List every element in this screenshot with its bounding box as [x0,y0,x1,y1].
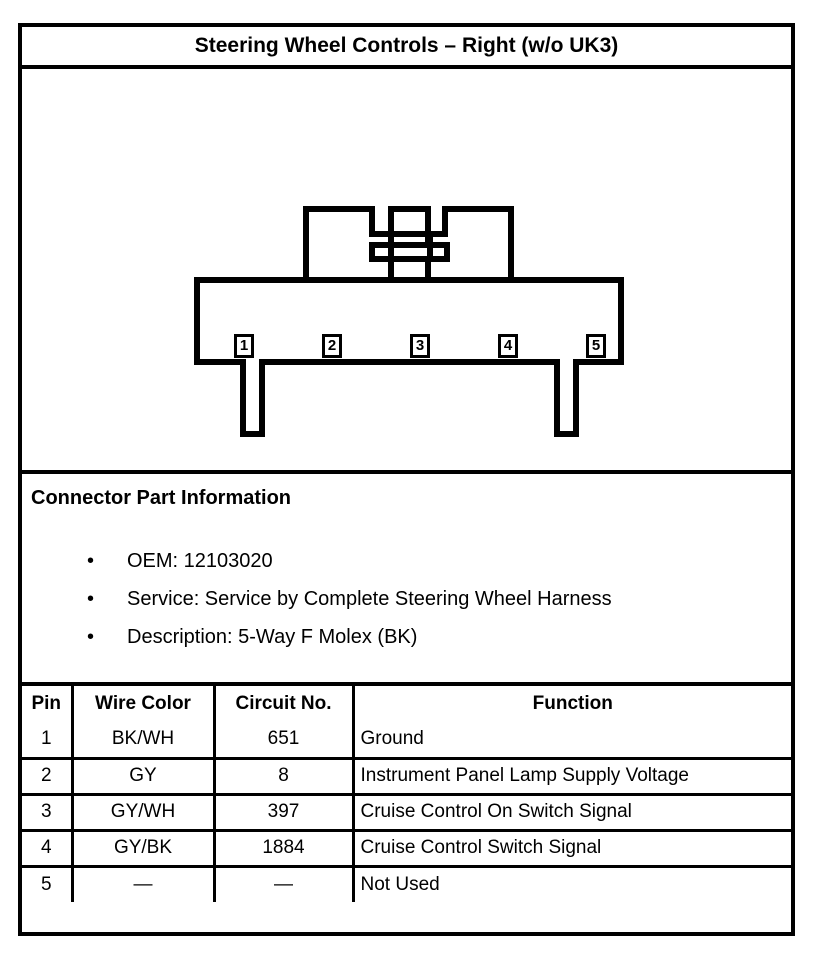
cell-function: Not Used [351,864,791,902]
list-item: • Description: 5-Way F Molex (BK) [82,618,612,656]
part-information-band: Connector Part Information • OEM: 121030… [22,474,791,686]
cell-circuit-no: 651 [212,722,355,760]
page-title: Steering Wheel Controls – Right (w/o UK3… [194,34,619,57]
cell-function: Ground [351,722,791,760]
cell-wire-color: GY/WH [70,792,216,832]
list-item: • OEM: 12103020 [82,542,612,580]
part-information-service: Service: Service by Complete Steering Wh… [127,588,612,610]
column-header-circuit-no: Circuit No. [212,686,355,722]
column-header-wire-color: Wire Color [70,686,216,722]
connector-outline-drawing [194,206,624,437]
column-header-function: Function [351,686,791,722]
title-band: Steering Wheel Controls – Right (w/o UK3… [22,27,791,69]
cell-pin: 2 [22,756,74,796]
bullet-icon: • [87,626,95,648]
connector-datasheet: Steering Wheel Controls – Right (w/o UK3… [18,23,795,936]
cell-function: Cruise Control Switch Signal [351,828,791,868]
pin-marker-2: 2 [322,334,342,358]
table-row: 3 GY/WH 397 Cruise Control On Switch Sig… [22,792,791,832]
cell-circuit-no: 397 [212,792,355,832]
table-row: 1 BK/WH 651 Ground [22,722,791,760]
connector-drawing-band: 1 2 3 4 5 [22,69,791,474]
pinout-table: Pin Wire Color Circuit No. Function 1 BK… [22,686,791,902]
cell-function: Cruise Control On Switch Signal [351,792,791,832]
list-item: • Service: Service by Complete Steering … [82,580,612,618]
pinout-table-wrap: Pin Wire Color Circuit No. Function 1 BK… [22,686,791,932]
part-information-description: Description: 5-Way F Molex (BK) [127,626,418,648]
table-row: 4 GY/BK 1884 Cruise Control Switch Signa… [22,828,791,868]
cell-circuit-no: — [212,864,355,902]
cell-function: Instrument Panel Lamp Supply Voltage [351,756,791,796]
part-information-oem: OEM: 12103020 [127,550,273,572]
cell-wire-color: BK/WH [70,722,216,760]
pin-marker-1: 1 [234,334,254,358]
part-information-heading: Connector Part Information [31,487,292,509]
cell-circuit-no: 1884 [212,828,355,868]
cell-pin: 3 [22,792,74,832]
cell-wire-color: — [70,864,216,902]
bullet-icon: • [87,588,95,610]
table-row: 2 GY 8 Instrument Panel Lamp Supply Volt… [22,756,791,796]
table-header-row: Pin Wire Color Circuit No. Function [22,686,791,722]
pin-marker-5: 5 [586,334,606,358]
table-row: 5 — — Not Used [22,864,791,902]
cell-pin: 1 [22,722,74,760]
bullet-icon: • [87,550,95,572]
cell-wire-color: GY/BK [70,828,216,868]
cell-pin: 5 [22,864,74,902]
cell-pin: 4 [22,828,74,868]
pin-marker-3: 3 [410,334,430,358]
column-header-pin: Pin [22,686,74,722]
part-information-list: • OEM: 12103020 • Service: Service by Co… [82,542,612,656]
pin-marker-4: 4 [498,334,518,358]
cell-wire-color: GY [70,756,216,796]
cell-circuit-no: 8 [212,756,355,796]
